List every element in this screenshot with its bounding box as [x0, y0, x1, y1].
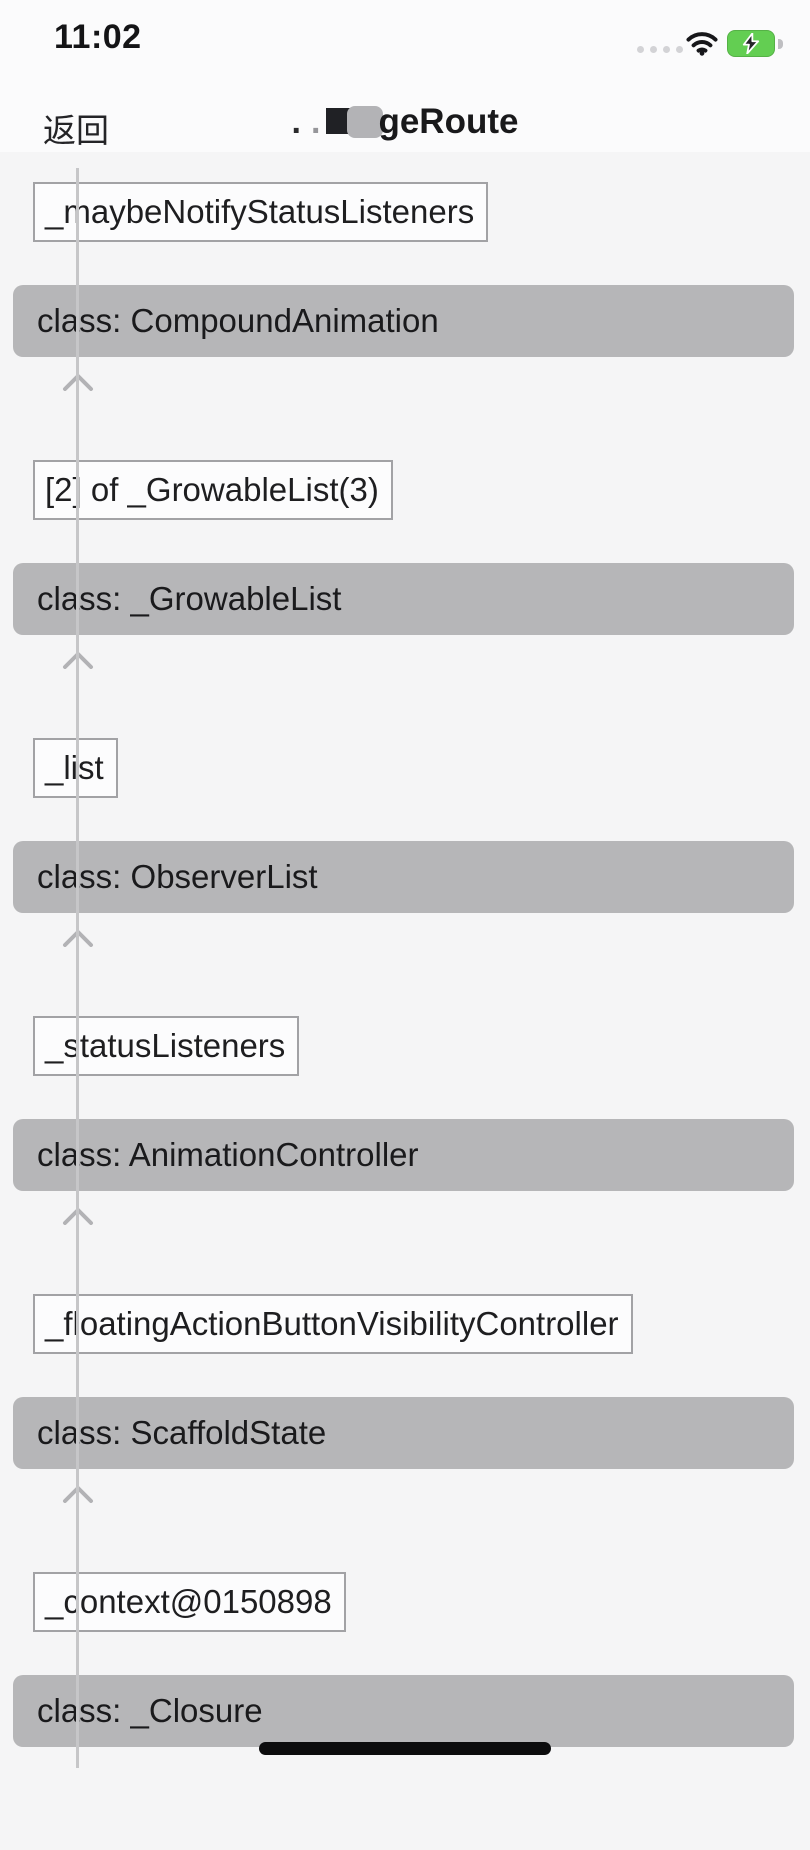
- class-label: class: ScaffoldState: [37, 1414, 327, 1451]
- title-dot: .: [291, 103, 301, 141]
- field-label: _list: [45, 749, 104, 786]
- chain-row: _context@0150898 class: _Closure: [0, 1572, 810, 1850]
- wifi-icon: [686, 31, 718, 61]
- class-bar[interactable]: class: ScaffoldState: [13, 1397, 794, 1469]
- class-bar[interactable]: class: AnimationController: [13, 1119, 794, 1191]
- class-label: class: AnimationController: [37, 1136, 419, 1173]
- field-label: _maybeNotifyStatusListeners: [45, 193, 475, 230]
- trunk-line: [76, 168, 79, 1768]
- page-title-text: geRoute: [378, 102, 519, 141]
- chain-row: _list class: ObserverList: [0, 738, 810, 1016]
- field-label: _floatingActionButtonVisibilityControlle…: [45, 1305, 619, 1342]
- class-bar[interactable]: class: _Closure: [13, 1675, 794, 1747]
- chain-row: _maybeNotifyStatusListeners class: Compo…: [0, 182, 810, 460]
- class-label: class: ObserverList: [37, 858, 318, 895]
- clock-time: 11:02: [54, 18, 142, 56]
- class-bar[interactable]: class: _GrowableList: [13, 563, 794, 635]
- home-indicator[interactable]: [259, 1742, 551, 1755]
- retaining-path-chain: _maybeNotifyStatusListeners class: Compo…: [0, 182, 810, 1850]
- class-label: class: _GrowableList: [37, 580, 342, 617]
- field-box[interactable]: _list: [33, 738, 118, 798]
- chain-row: _statusListeners class: AnimationControl…: [0, 1016, 810, 1294]
- class-bar[interactable]: class: ObserverList: [13, 841, 794, 913]
- battery-nub: [778, 39, 783, 49]
- field-box[interactable]: _maybeNotifyStatusListeners: [33, 182, 489, 242]
- field-label: [2] of _GrowableList(3): [45, 471, 379, 508]
- cellular-signal-icon: [637, 46, 683, 53]
- battery-charging-icon: [727, 30, 775, 57]
- back-button[interactable]: 返回: [43, 112, 109, 149]
- class-label: class: _Closure: [37, 1692, 263, 1729]
- title-dot-faint: .: [311, 103, 321, 141]
- redaction-block-dark: [326, 108, 351, 134]
- field-box[interactable]: _context@0150898: [33, 1572, 346, 1632]
- page-title: . . geRoute: [0, 100, 810, 144]
- chain-row: _floatingActionButtonVisibilityControlle…: [0, 1294, 810, 1572]
- class-bar[interactable]: class: CompoundAnimation: [13, 285, 794, 357]
- class-label: class: CompoundAnimation: [37, 302, 439, 339]
- field-box[interactable]: _floatingActionButtonVisibilityControlle…: [33, 1294, 633, 1354]
- field-box[interactable]: _statusListeners: [33, 1016, 300, 1076]
- chain-row: [2] of _GrowableList(3) class: _Growable…: [0, 460, 810, 738]
- header: 11:02 返回 . . geRoute: [0, 0, 810, 152]
- field-label: _context@0150898: [45, 1583, 332, 1620]
- redaction-block-gray: [347, 106, 384, 138]
- field-label: _statusListeners: [45, 1027, 286, 1064]
- field-box[interactable]: [2] of _GrowableList(3): [33, 460, 393, 520]
